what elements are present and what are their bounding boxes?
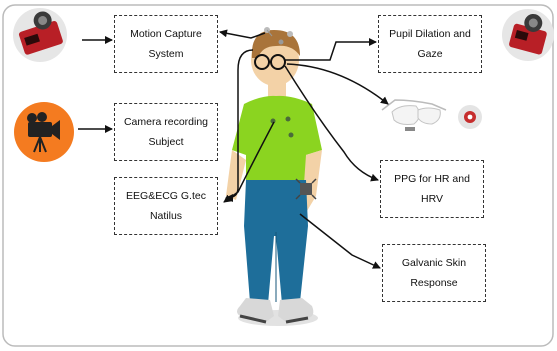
arrow [284,65,379,182]
camera-recording-label: Camera recording [123,116,209,128]
eye-tracking-glasses-icon [381,99,447,131]
camera-recording-label: Subject [148,136,184,148]
ppg-box: PPG for HR and HRV [380,160,484,218]
eye-icon [458,105,482,129]
arrow [286,63,389,105]
ppg-label: PPG for HR and [394,173,470,185]
arrow [285,38,377,61]
mocap-camera-icon [13,8,67,62]
galvanic-skin-response-label: Galvanic Skin [401,257,467,269]
mocap-camera-icon [502,9,554,61]
ppg-sensor-icon [295,178,317,200]
galvanic-skin-response-label: Response [410,277,458,289]
arrow [219,29,266,39]
subject-figure [226,27,322,326]
arrow [223,121,275,203]
pupil-dilation-box: Pupil Dilation and Gaze [378,15,482,73]
eeg-ecg-label: EEG&ECG G.tec [126,190,206,202]
motion-capture-label: System [148,48,184,60]
motion-capture-box: Motion Capture System [114,15,218,73]
motion-capture-label: Motion Capture [130,28,202,40]
pupil-dilation-label: Pupil Dilation and [389,28,471,40]
ppg-label: HRV [421,193,443,205]
eeg-ecg-label: Natilus [149,210,183,222]
video-camera-icon [14,102,74,162]
outer-frame [2,4,554,347]
eeg-ecg-box: EEG&ECG G.tec Natilus [114,177,218,235]
arrow [299,213,381,269]
camera-recording-box: Camera recording Subject [114,103,218,161]
galvanic-skin-response-box: Galvanic Skin Response [382,244,486,302]
pupil-dilation-label: Gaze [417,48,443,60]
